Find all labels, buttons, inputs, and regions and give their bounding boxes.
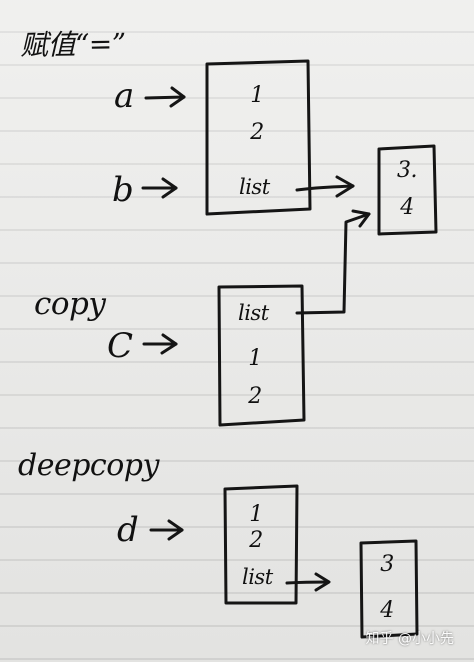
copy-box — [217, 284, 306, 427]
assignment-title: 赋值“=” — [19, 27, 126, 62]
b-arrow-head — [161, 177, 178, 199]
copy-cell-list: list — [238, 301, 269, 325]
assignment-box — [205, 59, 312, 216]
shared-list-cell-3: 3. — [397, 158, 418, 183]
deepcopy-list-arrow-head — [314, 572, 331, 592]
variable-a: a — [114, 76, 134, 116]
copy-label: copy — [34, 286, 106, 322]
assignment-list-arrow — [295, 184, 355, 192]
assignment-cell-1: 1 — [250, 83, 264, 108]
copy-shared-list-arrow — [295, 212, 371, 315]
assignment-list-arrow-head — [335, 175, 355, 198]
copy-shared-list-arrow-head — [351, 209, 371, 228]
deepcopy-list-arrow — [285, 580, 330, 585]
a-arrow — [144, 95, 186, 100]
deepcopy-cell-1: 1 — [249, 502, 263, 527]
copy-cell-2: 2 — [248, 384, 262, 409]
deep-list-cell-3: 3 — [380, 552, 394, 577]
variable-b: b — [112, 170, 134, 210]
c-arrow-head — [160, 333, 178, 355]
deep-list-cell-4: 4 — [380, 598, 394, 623]
assignment-cell-list: list — [239, 175, 270, 199]
zhihu-watermark: 知乎 @小小先 — [365, 631, 454, 647]
deepcopy-cell-2: 2 — [249, 528, 263, 553]
copy-cell-1: 1 — [248, 346, 262, 371]
deepcopy-cell-list: list — [242, 565, 273, 589]
assignment-cell-2: 2 — [250, 120, 264, 145]
a-arrow-head — [169, 86, 186, 108]
variable-c: C — [107, 326, 133, 366]
deepcopy-box — [223, 484, 299, 605]
deepcopy-list-box — [359, 539, 419, 639]
d-arrow-head — [167, 519, 184, 541]
deepcopy-label: deepcopy — [18, 448, 159, 483]
shared-list-cell-4: 4 — [400, 195, 414, 220]
assignment-list-box — [377, 144, 438, 236]
variable-d: d — [117, 510, 139, 550]
